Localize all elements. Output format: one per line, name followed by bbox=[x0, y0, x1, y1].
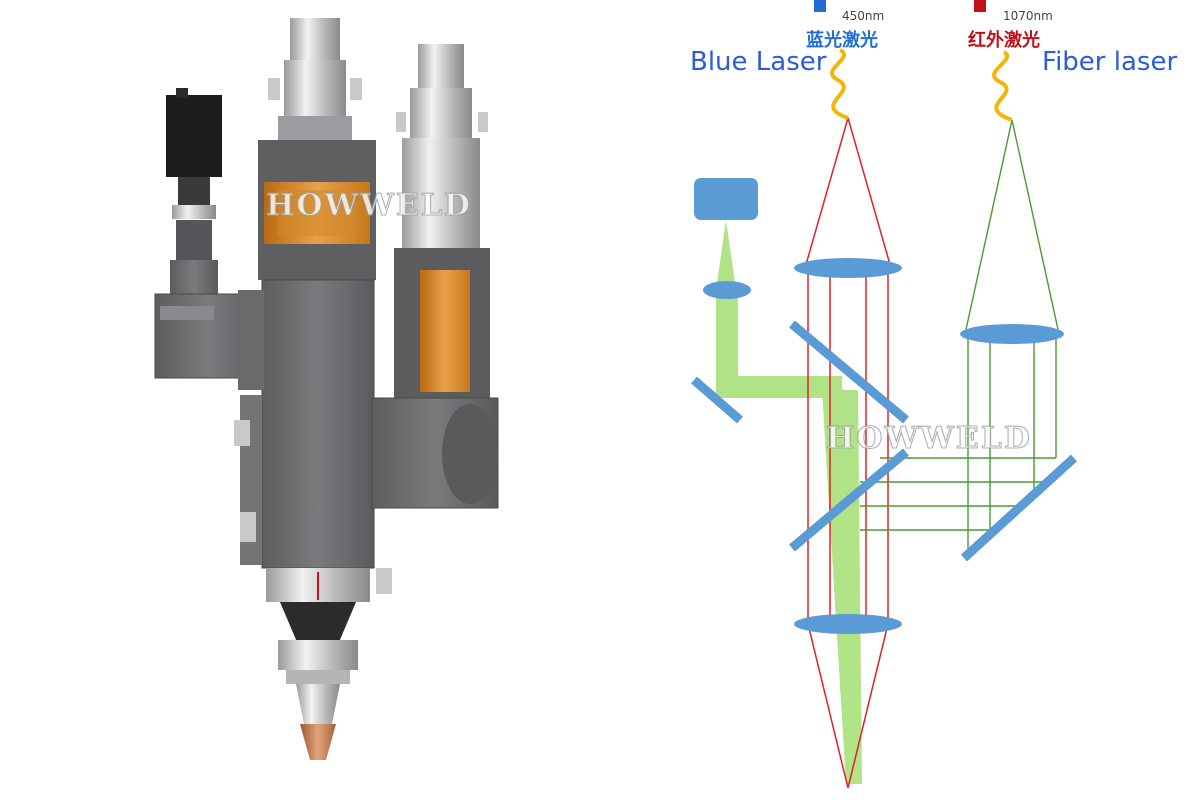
watermark-head: HOWWELD bbox=[266, 188, 472, 223]
camera-box bbox=[166, 95, 222, 177]
dichroic-mirror-upper bbox=[789, 320, 909, 424]
copper-nozzle bbox=[300, 724, 336, 760]
red-beam bbox=[804, 117, 892, 789]
legend-fiber-swatch bbox=[974, 0, 986, 12]
fiber-laser-wave bbox=[992, 50, 1013, 122]
legend-blue-swatch bbox=[814, 0, 826, 12]
watermark-diagram: HOWWELD bbox=[826, 421, 1032, 456]
legend-fiber-wavelength: 1070nm bbox=[1003, 9, 1053, 23]
label-blue-laser: Blue Laser bbox=[690, 47, 827, 77]
top-connector bbox=[290, 18, 340, 60]
fold-mirror-fiber bbox=[960, 454, 1078, 562]
main-body bbox=[261, 279, 375, 569]
focusing-lens bbox=[794, 614, 902, 634]
blue-laser-wave bbox=[830, 48, 849, 120]
legend-blue-wavelength: 450nm bbox=[842, 9, 884, 23]
optical-path-diagram: 450nm 蓝光激光 1070nm 红外激光 Blue Laser Fiber … bbox=[690, 0, 1177, 789]
fiber-beam bbox=[860, 119, 1060, 550]
collimating-lens-blue bbox=[794, 258, 902, 278]
blue-laser-beam bbox=[716, 220, 862, 784]
legend-fiber-label-cn: 红外激光 bbox=[968, 29, 1040, 51]
camera-lens bbox=[703, 281, 751, 299]
camera-detector bbox=[694, 178, 758, 220]
mirror-camera bbox=[691, 376, 743, 424]
laser-head-rendering: HOWWELD bbox=[154, 18, 499, 760]
collimating-lens-fiber bbox=[960, 324, 1064, 344]
dichroic-mirror-lower bbox=[789, 448, 909, 552]
label-fiber-laser: Fiber laser bbox=[1042, 47, 1177, 77]
legend-blue-label-cn: 蓝光激光 bbox=[806, 29, 878, 51]
